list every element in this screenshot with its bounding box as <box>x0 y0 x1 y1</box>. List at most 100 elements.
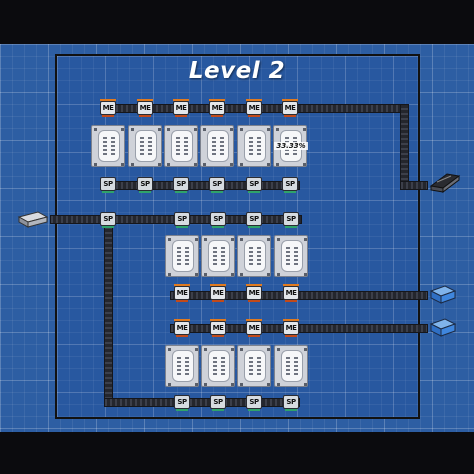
machine-bay <box>208 240 230 272</box>
machine-bolt <box>204 348 207 351</box>
machine-bay <box>281 350 303 382</box>
assembler-machine[interactable] <box>200 125 234 167</box>
splitter-module[interactable]: SP <box>210 212 226 228</box>
blue-crate-delivery-icon[interactable] <box>428 283 458 305</box>
splitter-module[interactable]: SP <box>173 177 189 193</box>
machine-bolt <box>267 383 270 386</box>
conveyor-belt[interactable] <box>104 215 113 405</box>
machine-bolt <box>277 348 280 351</box>
conveyor-belt[interactable] <box>400 181 428 190</box>
machine-bay <box>244 240 266 272</box>
machine-bolt <box>304 348 307 351</box>
splitter-module[interactable]: SP <box>283 212 299 228</box>
assembler-machine[interactable] <box>165 345 199 387</box>
splitter-module[interactable]: SP <box>100 177 116 193</box>
assembler-machine[interactable] <box>164 125 198 167</box>
merger-module[interactable]: ME <box>137 99 153 117</box>
progress-label: 33.33% <box>274 142 308 150</box>
splitter-module[interactable]: SP <box>246 212 262 228</box>
merger-module[interactable]: ME <box>283 319 299 337</box>
assembler-machine[interactable] <box>128 125 162 167</box>
machine-bolt <box>203 128 206 131</box>
merger-module[interactable]: ME <box>210 284 226 302</box>
splitter-module[interactable]: SP <box>282 177 298 193</box>
machine-bolt <box>167 163 170 166</box>
machine-bolt <box>240 238 243 241</box>
assembler-machine[interactable] <box>201 345 235 387</box>
machine-bolt <box>276 128 279 131</box>
conveyor-belt[interactable] <box>400 104 409 186</box>
machine-bolt <box>277 273 280 276</box>
machine-bolt <box>277 383 280 386</box>
machine-bolt <box>230 163 233 166</box>
blue-crate-delivery-icon[interactable] <box>428 316 458 338</box>
machine-bay <box>208 350 230 382</box>
ingot-delivery-icon[interactable] <box>427 170 463 194</box>
assembler-machine[interactable] <box>274 235 308 277</box>
machine-bolt <box>304 238 307 241</box>
assembler-machine[interactable] <box>201 235 235 277</box>
merger-module[interactable]: ME <box>100 99 116 117</box>
splitter-module[interactable]: SP <box>246 395 262 411</box>
merger-module[interactable]: ME <box>209 99 225 117</box>
merger-module[interactable]: ME <box>283 284 299 302</box>
conveyor-belt[interactable] <box>104 398 300 407</box>
merger-module[interactable]: ME <box>174 319 190 337</box>
machine-bolt <box>240 348 243 351</box>
machine-bolt <box>304 273 307 276</box>
assembler-machine[interactable] <box>91 125 125 167</box>
machine-bolt <box>204 238 207 241</box>
machine-bolt <box>267 238 270 241</box>
splitter-module[interactable]: SP <box>137 177 153 193</box>
machine-bolt <box>267 128 270 131</box>
machine-bolt <box>168 348 171 351</box>
conveyor-belt[interactable] <box>170 324 428 333</box>
merger-module[interactable]: ME <box>246 99 262 117</box>
machine-bolt <box>231 348 234 351</box>
machine-bay <box>172 350 194 382</box>
merger-module[interactable]: ME <box>246 284 262 302</box>
machine-bay <box>98 130 120 162</box>
machine-bolt <box>131 163 134 166</box>
splitter-module[interactable]: SP <box>283 395 299 411</box>
machine-bay <box>135 130 157 162</box>
splitter-module[interactable]: SP <box>100 212 116 228</box>
level-title: Level 2 <box>188 58 286 84</box>
merger-module[interactable]: ME <box>174 284 190 302</box>
machine-bolt <box>304 383 307 386</box>
machine-bolt <box>231 383 234 386</box>
machine-bay <box>244 350 266 382</box>
machine-bolt <box>168 238 171 241</box>
machine-bolt <box>277 238 280 241</box>
machine-bolt <box>94 128 97 131</box>
machine-bolt <box>158 128 161 131</box>
splitter-module[interactable]: SP <box>246 177 262 193</box>
splitter-module[interactable]: SP <box>174 395 190 411</box>
assembler-machine[interactable] <box>165 235 199 277</box>
machine-bolt <box>195 273 198 276</box>
merger-module[interactable]: ME <box>173 99 189 117</box>
machine-bolt <box>240 163 243 166</box>
machine-bolt <box>231 273 234 276</box>
splitter-module[interactable]: SP <box>209 177 225 193</box>
ingot-source-icon[interactable] <box>16 208 50 230</box>
conveyor-belt[interactable] <box>170 291 428 300</box>
assembler-machine[interactable] <box>274 345 308 387</box>
machine-bolt <box>204 383 207 386</box>
assembler-machine[interactable] <box>237 235 271 277</box>
machine-bolt <box>303 128 306 131</box>
assembler-machine[interactable] <box>237 125 271 167</box>
splitter-module[interactable]: SP <box>174 212 190 228</box>
assembler-machine[interactable] <box>237 345 271 387</box>
machine-bolt <box>204 273 207 276</box>
machine-bolt <box>94 163 97 166</box>
merger-module[interactable]: ME <box>246 319 262 337</box>
machine-bolt <box>240 383 243 386</box>
machine-bolt <box>195 238 198 241</box>
assembler-machine[interactable]: 33.33% <box>273 125 308 167</box>
conveyor-belt[interactable] <box>100 181 300 190</box>
merger-module[interactable]: ME <box>210 319 226 337</box>
merger-module[interactable]: ME <box>282 99 298 117</box>
splitter-module[interactable]: SP <box>210 395 226 411</box>
